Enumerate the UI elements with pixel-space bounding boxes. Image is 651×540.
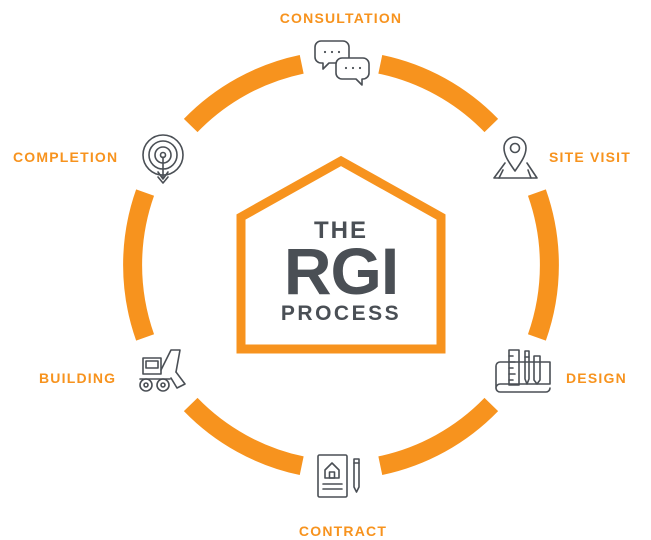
contract-pen-icon xyxy=(317,454,360,498)
blueprint-tools-icon xyxy=(495,349,551,393)
step-label-contract: CONTRACT xyxy=(298,523,388,539)
ring-arc-site-visit-to-design xyxy=(527,189,559,341)
step-label-design: DESIGN xyxy=(566,370,627,386)
ring-arc-consultation-to-site-visit xyxy=(378,55,499,133)
step-label-consultation: CONSULTATION xyxy=(279,10,403,26)
title-rgi: RGI xyxy=(284,234,398,308)
map-pin-icon xyxy=(493,136,538,179)
step-label-site-visit: SITE VISIT xyxy=(549,149,632,165)
excavator-icon xyxy=(139,349,186,392)
ring-arc-contract-to-building xyxy=(183,397,304,475)
ring-arc-building-to-completion xyxy=(123,189,155,341)
title-the: THE xyxy=(314,217,368,244)
speech-bubbles-icon xyxy=(314,40,370,86)
house-logo: THE RGI PROCESS xyxy=(236,155,446,354)
target-icon xyxy=(142,134,184,184)
step-label-completion: COMPLETION xyxy=(13,149,119,165)
ring-arc-design-to-contract xyxy=(378,397,499,475)
ring-arc-completion-to-consultation xyxy=(183,55,304,133)
step-label-building: BUILDING xyxy=(39,370,117,386)
title-process: PROCESS xyxy=(281,302,401,325)
house-outline xyxy=(236,155,446,354)
process-ring xyxy=(123,55,559,475)
